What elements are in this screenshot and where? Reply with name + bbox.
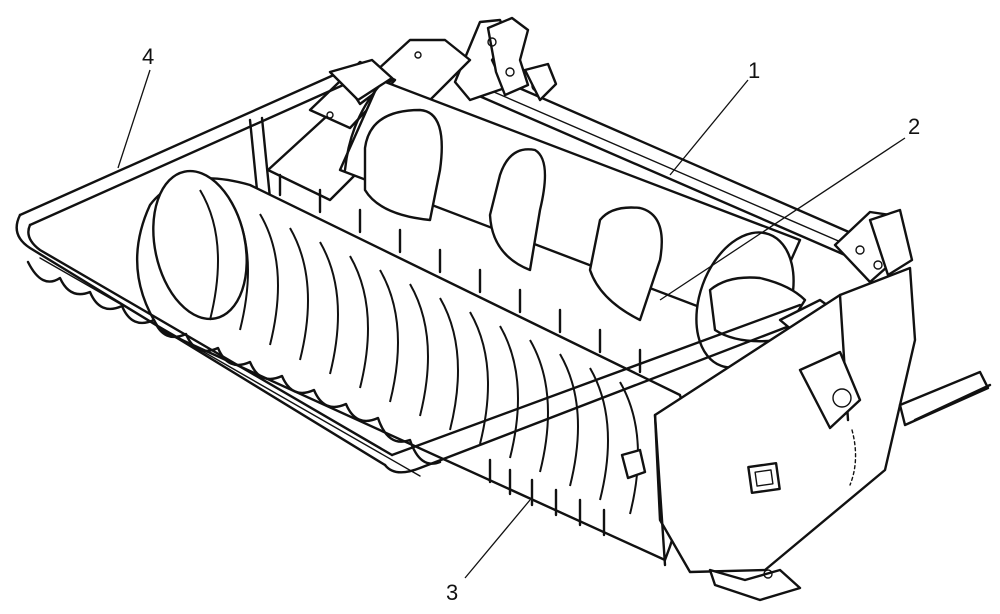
pickup-cylinder: [135, 169, 689, 562]
guard-rail: [15, 58, 847, 474]
left-rear-bracket: [453, 16, 558, 102]
callout-3: 3: [446, 499, 531, 605]
right-rear-bracket: [833, 208, 914, 284]
callout-4: 4: [117, 44, 154, 169]
callout-label-1: 1: [748, 58, 760, 83]
callout-label-2: 2: [908, 114, 920, 139]
upper-tines: [278, 173, 642, 374]
callout-2: 2: [659, 114, 920, 301]
drive-shaft: [898, 370, 992, 427]
callout-label-3: 3: [446, 580, 458, 605]
bottom-skid: [708, 568, 802, 602]
auger-flights: [363, 108, 807, 343]
lower-tines: [488, 458, 606, 537]
callout-label-4: 4: [142, 44, 154, 69]
callout-1: 1: [669, 58, 760, 176]
lower-skirt: [26, 257, 442, 477]
right-side-housing: [620, 266, 917, 574]
chain-detail: [849, 429, 857, 486]
